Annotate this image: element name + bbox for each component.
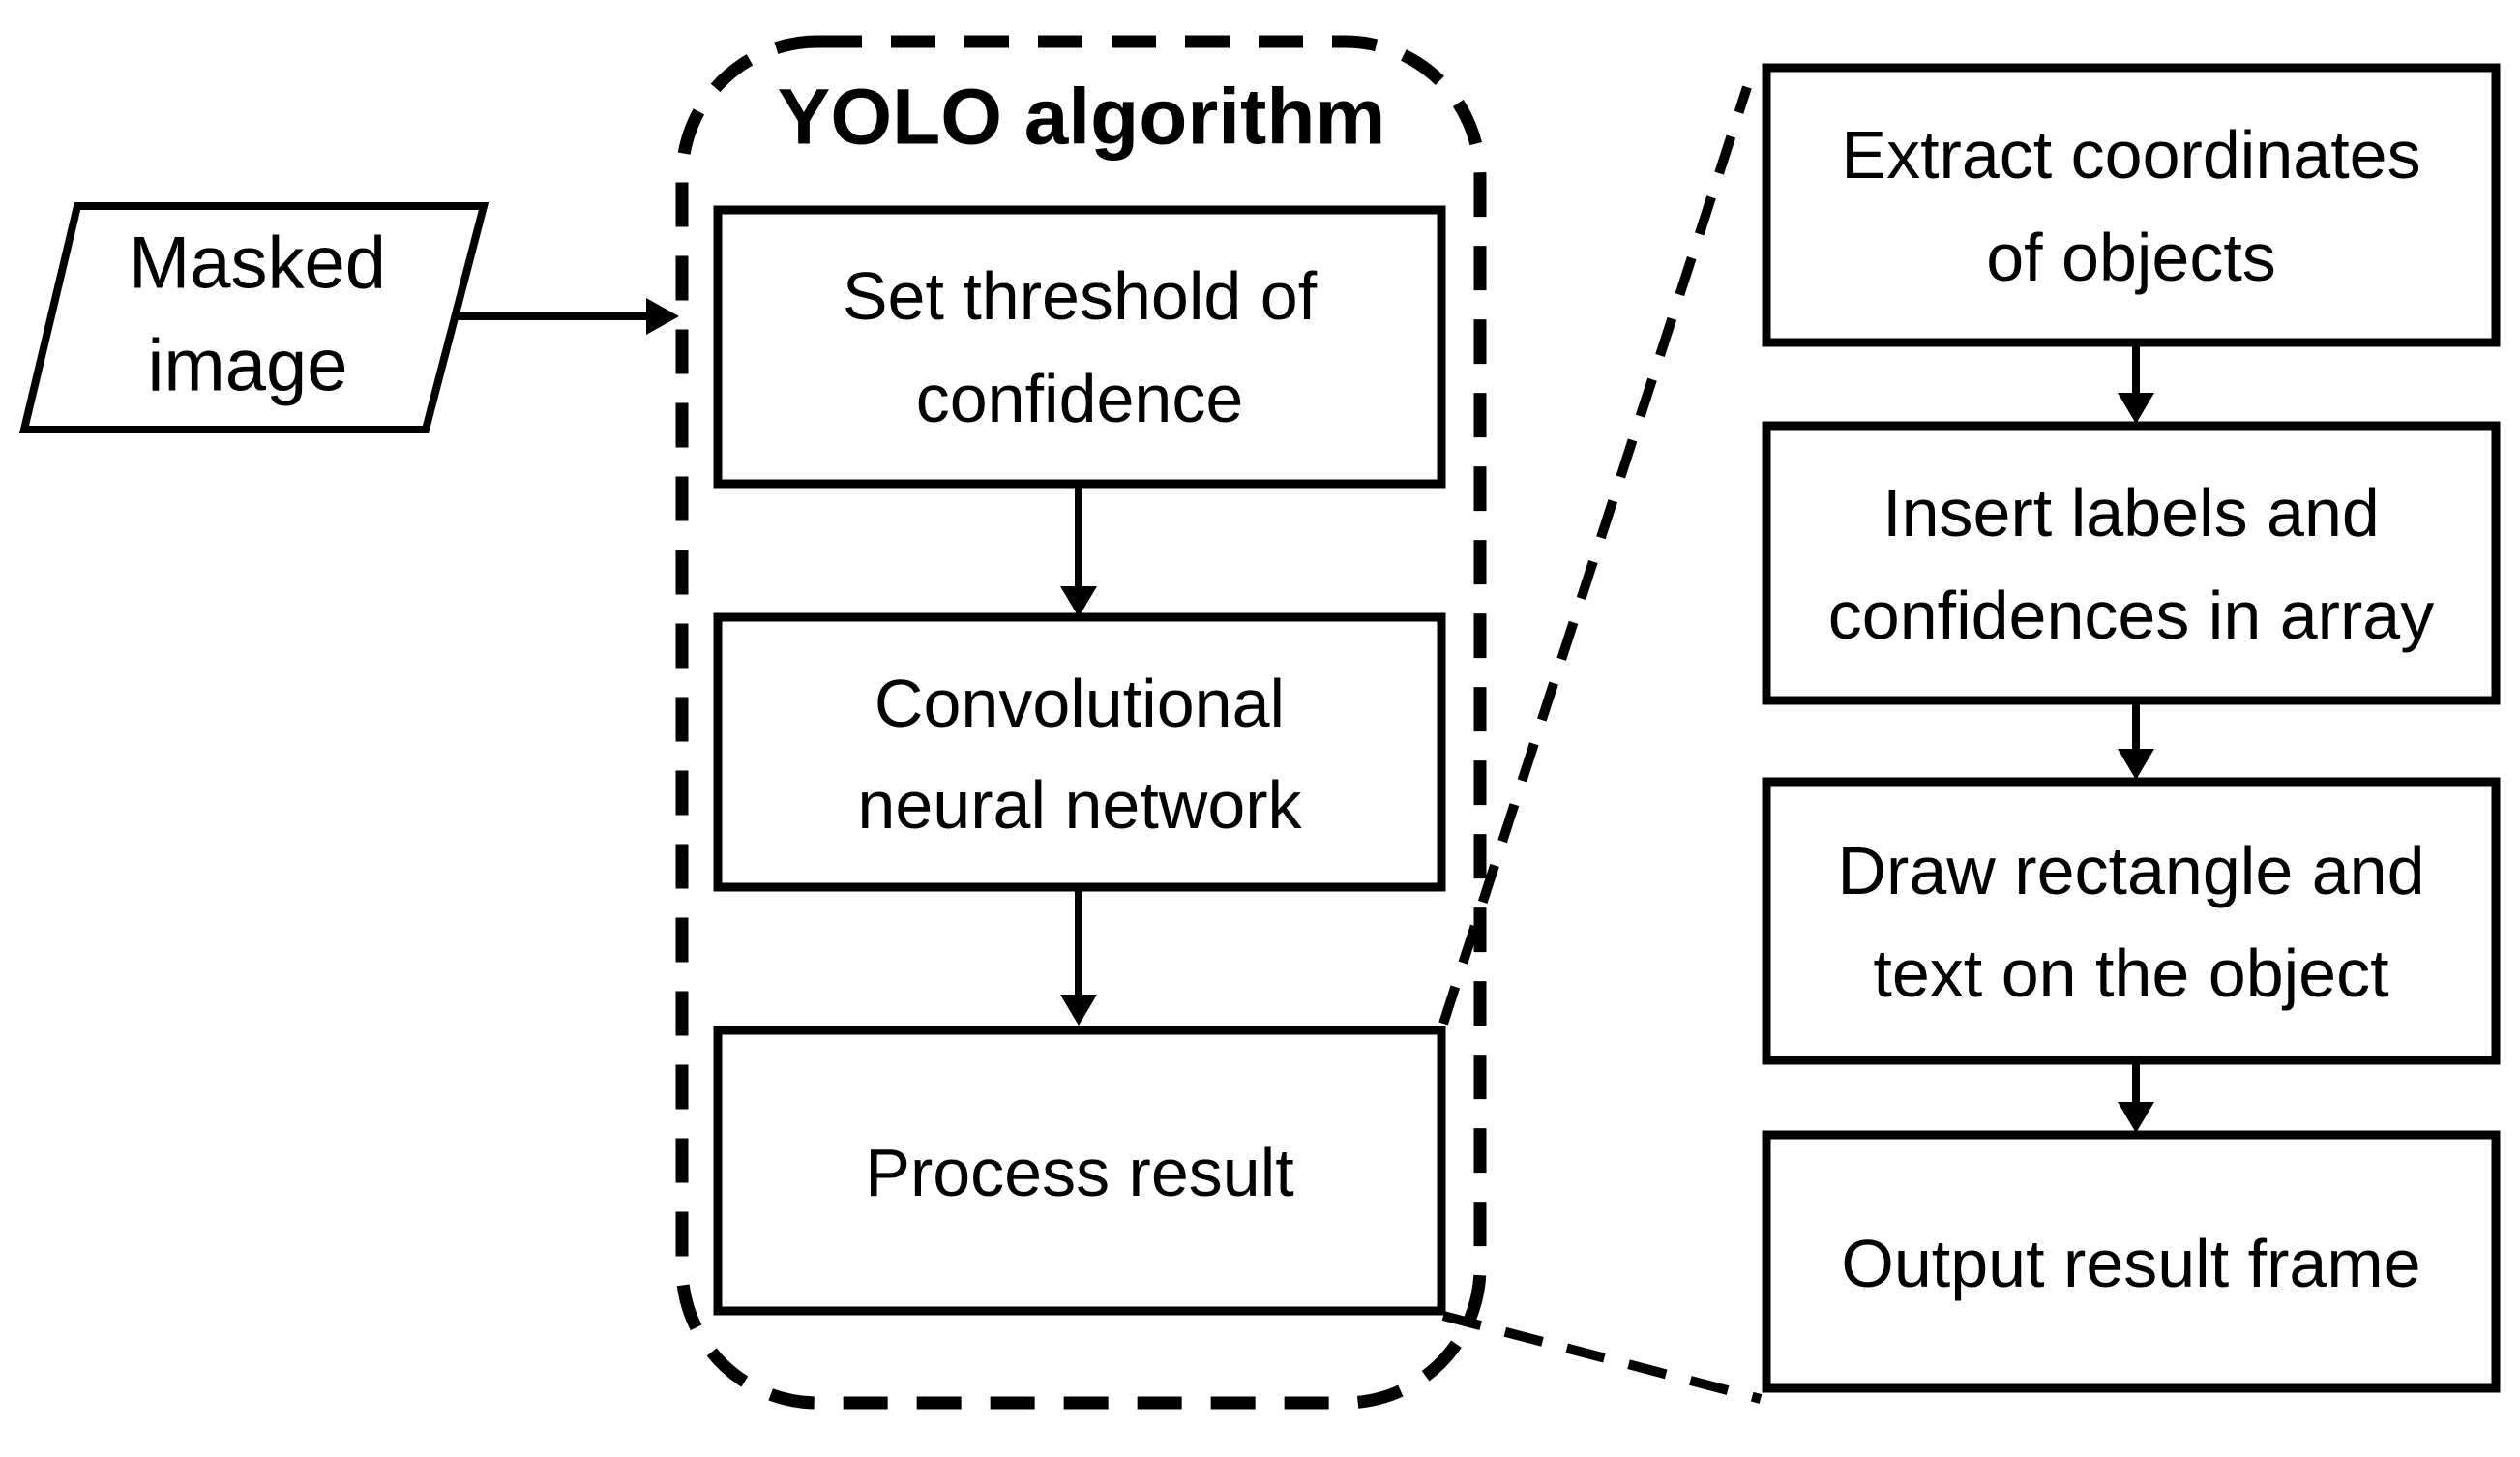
detail-box [1762, 777, 2501, 1065]
detail-label-line2: text on the object [1873, 936, 2388, 1011]
arrowhead-icon [2118, 1102, 2154, 1133]
arrow-threshold-to-cnn [1060, 486, 1097, 617]
yolo-algorithm-group: YOLO algorithm Set threshold of confiden… [675, 35, 1487, 1410]
step-process-result: Process result [713, 1026, 1446, 1316]
masked-image-node: Masked image [18, 202, 489, 433]
masked-image-label-line2: image [148, 325, 348, 407]
detail-step-extract-coordinates: Extract coordinates of objects [1762, 63, 2501, 347]
parallelogram-shape [18, 202, 489, 433]
detail-label-line2: of objects [1986, 220, 2276, 295]
step-label-line1: Process result [865, 1135, 1293, 1210]
detail-label-line1: Insert labels and [1883, 475, 2380, 550]
expansion-line-upper [1438, 85, 1752, 1026]
step-box [713, 612, 1446, 892]
arrow-insert-to-draw [2118, 702, 2154, 780]
detail-step-insert-labels: Insert labels and confidences in array [1762, 421, 2501, 705]
arrowhead-icon [1060, 995, 1097, 1026]
arrow-input-to-yolo [453, 298, 679, 335]
detail-step-draw-rectangle: Draw rectangle and text on the object [1762, 777, 2501, 1065]
masked-image-label-line1: Masked [129, 223, 386, 305]
detail-label-line1: Extract coordinates [1841, 117, 2420, 193]
detail-label-line1: Draw rectangle and [1838, 833, 2425, 908]
step-set-threshold: Set threshold of confidence [713, 205, 1446, 489]
step-convolutional-network: Convolutional neural network [713, 612, 1446, 892]
step-label-line1: Convolutional [875, 666, 1285, 741]
arrowhead-icon [2118, 393, 2154, 424]
detail-box [1762, 63, 2501, 347]
detail-box [1762, 1130, 2501, 1393]
detail-label-line2: confidences in array [1828, 578, 2434, 653]
arrowhead-icon [2118, 749, 2154, 780]
step-box [713, 1026, 1446, 1316]
arrow-cnn-to-process [1060, 889, 1097, 1026]
step-box [713, 205, 1446, 489]
yolo-group-title: YOLO algorithm [778, 74, 1386, 162]
detail-step-output-result: Output result frame [1762, 1130, 2501, 1393]
arrow-extract-to-insert [2118, 344, 2154, 424]
arrow-draw-to-output [2118, 1062, 2154, 1133]
yolo-group-border [675, 35, 1487, 1410]
expansion-line-lower [1441, 1311, 1763, 1404]
arrowhead-icon [1060, 586, 1097, 617]
step-label-line1: Set threshold of [843, 258, 1318, 334]
step-label-line2: confidence [916, 361, 1244, 436]
arrowhead-icon [646, 298, 679, 335]
step-label-line2: neural network [857, 767, 1302, 843]
detail-box [1762, 421, 2501, 705]
detail-label-line1: Output result frame [1841, 1226, 2420, 1301]
